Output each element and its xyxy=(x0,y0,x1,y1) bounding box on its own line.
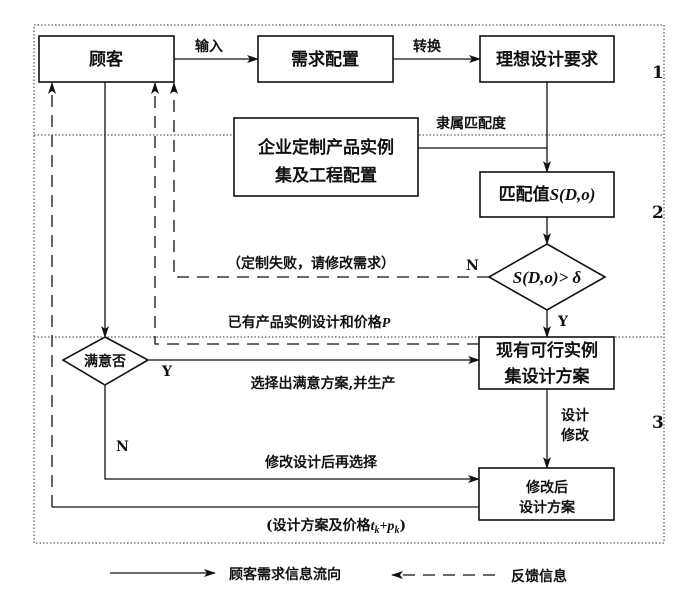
node-enterprise-instances xyxy=(233,117,419,197)
outer-frame xyxy=(33,24,665,544)
node-enterprise-label-1: 企业定制产品实例 xyxy=(257,137,394,158)
legend-solid-label: 顾客需求信息流向 xyxy=(229,566,341,583)
match-value-prefix: 匹配值 xyxy=(499,184,550,205)
legend-dashed-label: 反馈信息 xyxy=(511,568,567,585)
feedback-existing-to-customer xyxy=(151,82,479,345)
node-existing-label-1: 现有可行实例 xyxy=(496,340,598,361)
node-match-value-label: 匹配值S(D,o) xyxy=(499,184,596,205)
region-label-3: 3 xyxy=(652,413,664,433)
label-fail: （定制失败，请修改需求） xyxy=(227,255,395,272)
label-convert: 转换 xyxy=(413,38,442,55)
node-existing-designs xyxy=(478,336,615,390)
price-plus-p: +p xyxy=(379,519,394,534)
node-threshold-decision-label: S(D,o)> δ xyxy=(513,268,582,287)
node-match-value xyxy=(479,171,615,218)
label-design-price: (设计方案及价格tk+pk) xyxy=(266,517,406,536)
node-modified-design xyxy=(478,467,615,521)
node-customer xyxy=(38,35,175,83)
node-requirement-config-label: 需求配置 xyxy=(291,49,359,70)
label-existing-price: 已有产品实例设计和价格P xyxy=(228,314,391,331)
region-label-2: 2 xyxy=(652,203,664,223)
node-ideal-design xyxy=(479,35,615,83)
existing-price-var: P xyxy=(382,316,391,331)
edge-satisfied-no xyxy=(104,385,480,483)
label-input: 输入 xyxy=(195,38,223,55)
node-enterprise-label-2: 集及工程配置 xyxy=(274,165,377,186)
node-threshold-decision xyxy=(487,243,607,311)
node-requirement-config xyxy=(257,35,394,83)
label-membership: 隶属匹配度 xyxy=(436,115,507,132)
price-suffix: ) xyxy=(399,518,406,534)
region-label-1: 1 xyxy=(652,63,664,83)
label-reselect: 修改设计后再选择 xyxy=(264,454,378,471)
node-modified-label-1: 修改后 xyxy=(525,479,568,496)
feedback-fail-to-customer xyxy=(170,82,489,278)
label-no-2: N xyxy=(116,439,129,455)
label-yes-2: Y xyxy=(161,364,173,380)
existing-price-prefix: 已有产品实例设计和价格 xyxy=(228,314,383,331)
node-satisfied-decision xyxy=(61,336,150,386)
price-sub-k1: k xyxy=(374,525,379,536)
label-design-mod-2: 修改 xyxy=(560,427,590,444)
node-existing-label-2: 集设计方案 xyxy=(504,366,591,387)
node-ideal-design-label: 理想设计要求 xyxy=(496,49,598,70)
label-yes-1: Y xyxy=(557,314,569,330)
label-design-mod-1: 设计 xyxy=(561,407,589,424)
price-prefix: (设计方案及价格 xyxy=(266,517,372,534)
node-satisfied-label: 满意否 xyxy=(84,353,126,370)
label-select: 选择出满意方案,并生产 xyxy=(251,375,396,392)
price-sub-k2: k xyxy=(394,525,399,536)
match-value-expr: S(D,o) xyxy=(550,185,596,204)
node-customer-label: 顾客 xyxy=(89,49,124,70)
price-t: t xyxy=(371,519,376,534)
node-modified-label-2: 设计方案 xyxy=(519,499,576,516)
label-no-1: N xyxy=(466,258,479,274)
